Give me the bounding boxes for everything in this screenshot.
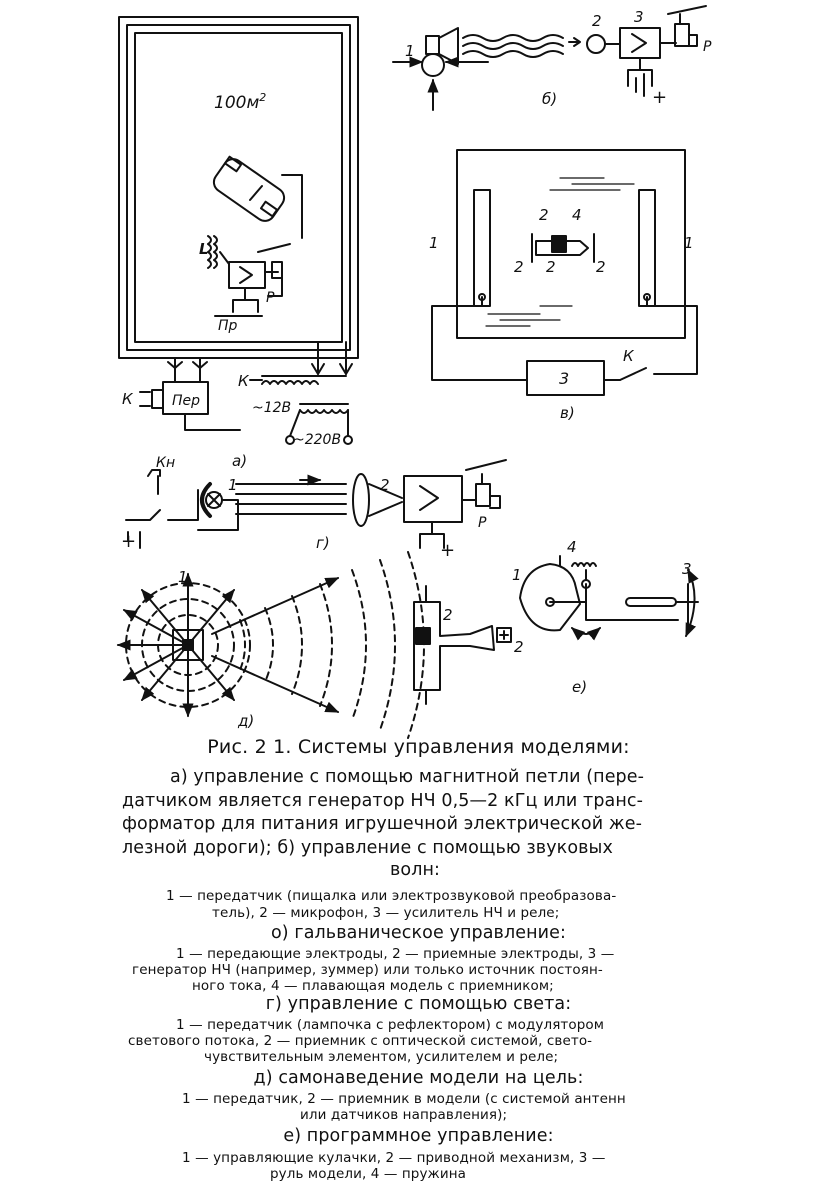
label-220V: ~220В <box>293 432 341 448</box>
label-1-e: 1 <box>512 566 522 584</box>
caption-a-line: датчиком является генератор НЧ 0,5—2 кГц… <box>122 791 644 811</box>
caption-a-line: лезной дороги); б) управление с помощью … <box>122 838 613 858</box>
label-K-v: К <box>623 347 635 365</box>
panel-letter-d: д) <box>237 712 254 730</box>
label-plus-g2: + <box>440 540 455 561</box>
label-12V: ~12В <box>252 400 291 416</box>
label-2-v3: 2 <box>546 258 556 276</box>
figure-title: Рис. 2 1. Системы управления моделями: <box>207 736 630 758</box>
label-1-v2: 1 <box>684 234 694 252</box>
label-plus-g1: + <box>121 531 136 552</box>
label-K-a: К <box>238 372 250 390</box>
transmitter-box <box>139 357 241 431</box>
panel-letter-v: в) <box>560 404 575 422</box>
caption-d-head: д) самонаведение модели на цель: <box>253 1068 584 1088</box>
label-2-v1: 2 <box>539 206 549 224</box>
label-2-d: 2 <box>443 606 453 624</box>
label-K-a2: К <box>122 390 134 408</box>
caption-e-item: 1 — управляющие кулачки, 2 — приводной м… <box>182 1150 606 1166</box>
car-model-icon <box>212 155 303 239</box>
caption-v-head: о) гальваническое управление: <box>271 923 566 943</box>
panel-letter-b: б) <box>542 90 557 108</box>
panel-a-magnetic-loop <box>118 16 359 445</box>
label-L: L <box>199 240 209 258</box>
caption-v-item: 1 — передающие электроды, 2 — приемные э… <box>176 946 615 962</box>
label-4-v: 4 <box>572 206 582 224</box>
panel-b-sound <box>392 5 707 111</box>
panel-letter-e: е) <box>572 678 587 696</box>
label-1-b: 1 <box>405 42 415 60</box>
caption-e-item: руль модели, 4 — пружина <box>270 1166 466 1182</box>
caption-g-item: чувствительным элементом, усилителем и р… <box>204 1049 559 1065</box>
panel-v-galvanic <box>431 149 698 396</box>
label-P-g: P <box>478 515 487 531</box>
caption-d-item: или датчиков направления); <box>300 1107 508 1123</box>
caption-b-item: 1 — передатчик (пищалка или электрозвуко… <box>166 888 617 904</box>
floating-model-icon <box>531 233 595 263</box>
caption-v-item: ного тока, 4 — плавающая модель с приемн… <box>192 978 554 994</box>
label-3-e: 3 <box>682 560 692 578</box>
panel-g-light <box>125 459 507 549</box>
label-2-g: 2 <box>380 476 390 494</box>
label-1-d: 1 <box>178 568 188 586</box>
caption-a-line: форматор для питания игрушечной электрич… <box>122 814 643 834</box>
figure-labels: 100м2 L P Пр К К Пер ~12В ~220В а) 1 2 3… <box>121 8 712 730</box>
label-P-a: P <box>266 290 275 306</box>
caption-g-item: светового потока, 2 — приемник с оптичес… <box>128 1033 593 1049</box>
panel-letter-a: а) <box>232 452 247 470</box>
label-area: 100м2 <box>214 91 266 113</box>
caption-g-item: 1 — передатчик (лампочка с рефлектором) … <box>176 1017 605 1033</box>
caption-e-head: е) программное управление: <box>283 1126 554 1146</box>
label-3-b: 3 <box>634 8 644 26</box>
label-2-e: 2 <box>514 638 524 656</box>
receiver-a <box>207 235 291 317</box>
label-3-box: 3 <box>559 369 569 388</box>
panel-d-homing <box>116 551 495 739</box>
caption-b-item: тель), 2 — микрофон, 3 — усилитель НЧ и … <box>212 905 560 921</box>
panel-e-program <box>496 555 699 643</box>
label-2-v4: 2 <box>596 258 606 276</box>
label-P-b: P <box>703 39 712 55</box>
airplane-icon <box>413 585 495 705</box>
label-1-v1: 1 <box>429 234 439 252</box>
caption-a-line: а) управление с помощью магнитной петли … <box>170 767 645 787</box>
label-Kn: Кн <box>156 455 175 471</box>
label-Per: Пер <box>172 393 200 409</box>
caption-g-head: г) управление с помощью света: <box>265 994 572 1014</box>
label-4-e: 4 <box>567 538 577 556</box>
panel-letter-g: г) <box>316 534 330 552</box>
caption-d-item: 1 — передатчик, 2 — приемник в модели (с… <box>182 1091 626 1107</box>
caption-v-item: генератор НЧ (например, зуммер) или толь… <box>132 962 603 978</box>
caption-a-line: волн: <box>390 860 441 880</box>
label-2-b: 2 <box>592 12 602 30</box>
label-Pr: Пр <box>218 318 238 334</box>
label-1-g: 1 <box>228 476 238 494</box>
label-2-v2: 2 <box>514 258 524 276</box>
label-plus-b: + <box>652 87 667 108</box>
